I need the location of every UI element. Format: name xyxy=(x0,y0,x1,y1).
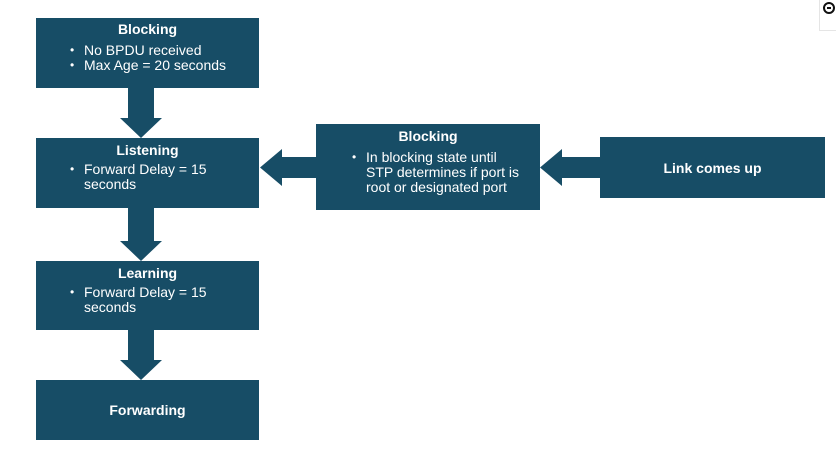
box-title: Learning xyxy=(117,265,178,281)
blocking-until-stp-box: Blocking In blocking state until STP det… xyxy=(316,124,540,210)
box-title: Link comes up xyxy=(663,159,762,176)
link-comes-up-box: Link comes up xyxy=(600,137,825,198)
arrow-linkup-to-blocking xyxy=(540,149,600,186)
box-title: Blocking xyxy=(398,128,458,144)
arrow-listening-to-learning xyxy=(120,208,162,261)
listening-box: Listening Forward Delay = 15 seconds xyxy=(36,138,259,208)
blocking-initial-box: Blocking No BPDU received Max Age = 20 s… xyxy=(36,18,259,88)
box-title: Blocking xyxy=(117,21,178,37)
bullet-list: In blocking state until STP determines i… xyxy=(352,150,522,195)
forwarding-box: Forwarding xyxy=(36,380,259,440)
bullet-item: Forward Delay = 15 seconds xyxy=(70,162,210,192)
bullet-item: No BPDU received xyxy=(70,43,259,59)
bullet-list: Forward Delay = 15 seconds xyxy=(70,162,210,192)
bullet-item: Max Age = 20 seconds xyxy=(70,58,259,74)
arrow-learning-to-forwarding xyxy=(120,330,162,380)
box-title: Forwarding xyxy=(109,402,186,418)
bullet-list: No BPDU received Max Age = 20 seconds xyxy=(70,43,259,74)
arrow-blocking-to-listening xyxy=(120,88,162,138)
box-title: Listening xyxy=(116,142,179,158)
bullet-item: Forward Delay = 15 seconds xyxy=(70,285,210,315)
bullet-item: In blocking state until STP determines i… xyxy=(352,150,522,195)
zoom-in-icon[interactable] xyxy=(819,0,836,31)
bullet-list: Forward Delay = 15 seconds xyxy=(70,285,210,315)
arrow-blocking-to-listening-left xyxy=(260,149,316,186)
learning-box: Learning Forward Delay = 15 seconds xyxy=(36,261,259,330)
